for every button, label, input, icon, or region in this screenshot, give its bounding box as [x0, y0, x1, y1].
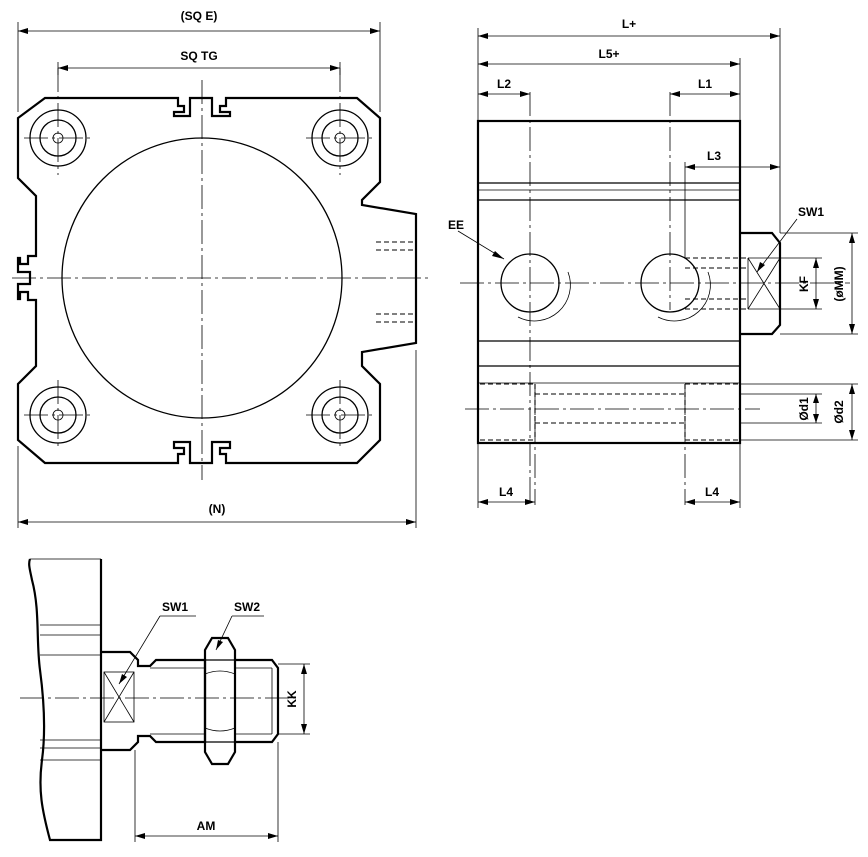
dim-l5-plus: L5+ [598, 47, 619, 61]
rod-detail-body [28, 558, 103, 842]
rod-thread [235, 658, 280, 744]
dim-l4-left: L4 [499, 485, 513, 499]
port-ee-left [500, 253, 571, 322]
dim-sq-e: (SQ E) [181, 9, 218, 23]
dim-am: AM [197, 819, 216, 833]
dim-kk: KK [285, 690, 299, 708]
label-sw2-rod: SW2 [234, 600, 260, 614]
rod-detail: SW1 SW2 KK AM [20, 558, 310, 842]
front-view: (SQ E) SQ TG (N) [12, 9, 432, 528]
piston-rod-stub [740, 231, 782, 336]
dim-l-plus: L+ [622, 17, 636, 31]
dim-l1: L1 [698, 77, 712, 91]
dim-sq-tg: SQ TG [180, 49, 217, 63]
port-ee-right [640, 253, 711, 322]
hex-nut [203, 636, 237, 766]
dim-n: (N) [209, 502, 226, 516]
dim-l3: L3 [707, 149, 721, 163]
dim-mm: (øMM) [832, 266, 846, 301]
dim-d2: Ød2 [832, 400, 846, 424]
dim-kf: KF [797, 276, 811, 292]
side-body-outline [476, 119, 742, 445]
dim-d1: Ød1 [797, 397, 811, 421]
dim-l4-right: L4 [705, 485, 719, 499]
label-ee: EE [448, 218, 464, 232]
label-sw1-side: SW1 [798, 205, 824, 219]
label-sw1-rod: SW1 [162, 600, 188, 614]
front-body-outline [16, 96, 418, 465]
dim-l2: L2 [497, 77, 511, 91]
side-view: L+ L5+ L2 L1 L3 EE SW1 [448, 17, 858, 508]
